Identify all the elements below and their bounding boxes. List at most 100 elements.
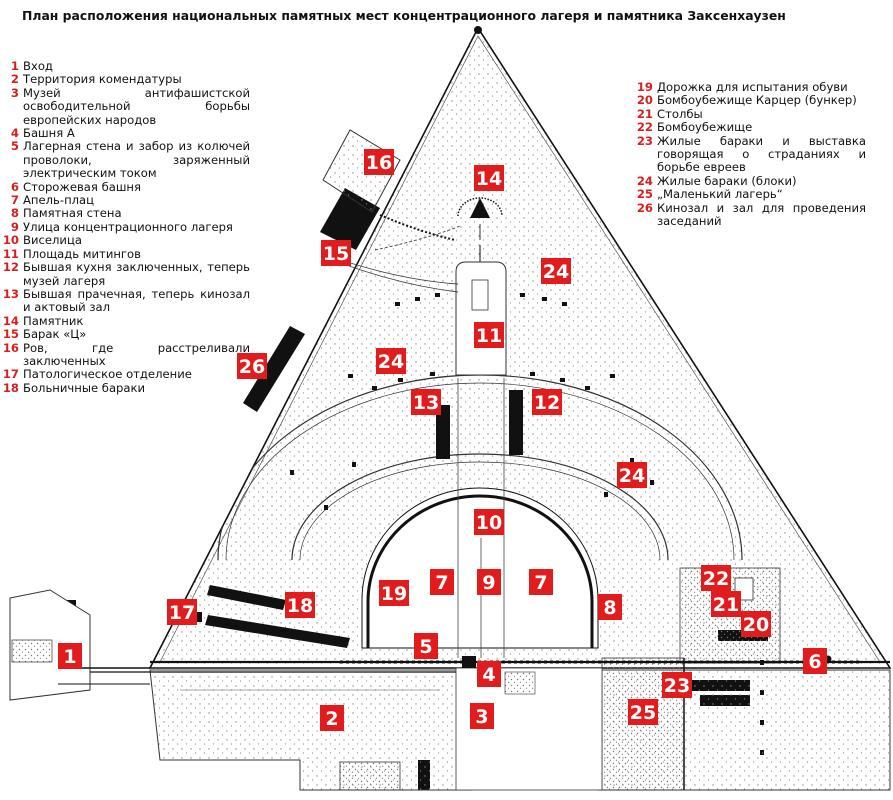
legend-text: Кинозал и зал для проведения заседаний bbox=[657, 200, 866, 229]
legend-number: 21 bbox=[636, 106, 653, 121]
legend-text: Столбы bbox=[657, 106, 703, 121]
legend-text: Территория комендатуры bbox=[23, 72, 182, 87]
marker-6: 6 bbox=[803, 648, 827, 674]
marker-box bbox=[529, 569, 553, 595]
marker-9: 9 bbox=[477, 569, 501, 595]
marker-label: 10 bbox=[476, 512, 502, 534]
legend-text: Больничные бараки bbox=[23, 380, 146, 395]
legend-number: 12 bbox=[2, 260, 19, 275]
legend-number: 8 bbox=[10, 206, 19, 221]
marker-label: 17 bbox=[169, 602, 195, 624]
legend-number: 25 bbox=[636, 187, 653, 202]
marker-2: 2 bbox=[320, 705, 344, 731]
marker-10: 10 bbox=[474, 509, 504, 535]
marker-label: 2 bbox=[325, 708, 338, 730]
marker-11: 11 bbox=[474, 322, 504, 348]
monument-symbol bbox=[457, 197, 503, 240]
apex-watchtower bbox=[474, 26, 482, 34]
marker-box bbox=[470, 703, 494, 729]
legend-text: Улица концентрационного лагеря bbox=[23, 219, 233, 234]
marker-box bbox=[541, 258, 571, 284]
legend-text: „Маленький лагерь“ bbox=[657, 187, 783, 202]
marker-7: 7 bbox=[529, 569, 553, 595]
legend-item: 9 Улица концентрационного лагеря bbox=[0, 219, 250, 234]
marker-20: 20 bbox=[741, 611, 771, 637]
legend-number: 9 bbox=[10, 219, 19, 234]
marker-24: 24 bbox=[541, 258, 571, 284]
marker-5: 5 bbox=[414, 633, 438, 659]
marker-box bbox=[237, 353, 267, 379]
marker-label: 7 bbox=[435, 572, 448, 594]
marker-box bbox=[364, 149, 394, 175]
marker-label: 4 bbox=[482, 664, 495, 686]
legend-text: Памятник bbox=[23, 313, 84, 328]
marker-label: 19 bbox=[381, 583, 407, 605]
marker-22: 22 bbox=[701, 565, 731, 591]
marker-label: 24 bbox=[378, 351, 404, 373]
marker-13: 13 bbox=[411, 389, 441, 415]
legend-text: Сторожевая башня bbox=[23, 179, 141, 194]
marker-12: 12 bbox=[532, 389, 562, 415]
legend-item: 6 Сторожевая башня bbox=[0, 179, 250, 194]
marker-label: 9 bbox=[482, 572, 495, 594]
marker-24: 24 bbox=[617, 462, 647, 488]
legend-number: 26 bbox=[636, 200, 653, 215]
legend-number: 17 bbox=[2, 367, 19, 382]
assembly-square bbox=[455, 245, 507, 376]
marker-box bbox=[711, 591, 741, 617]
marker-box bbox=[167, 599, 197, 625]
legend-item: 8 Памятная стена bbox=[0, 206, 250, 221]
legend-number: 11 bbox=[2, 246, 19, 261]
marker-box bbox=[321, 240, 351, 266]
marker-box bbox=[474, 322, 504, 348]
marker-box bbox=[662, 672, 692, 698]
small-camp-area bbox=[597, 657, 891, 791]
marker-label: 3 bbox=[475, 706, 488, 728]
entrance-area bbox=[9, 589, 150, 701]
marker-label: 8 bbox=[603, 597, 616, 619]
marker-label: 12 bbox=[534, 392, 560, 414]
legend-text: Дорожка для испытания обуви bbox=[657, 80, 848, 94]
marker-15: 15 bbox=[321, 240, 351, 266]
marker-label: 1 bbox=[63, 646, 76, 668]
marker-box bbox=[617, 462, 647, 488]
marker-box bbox=[58, 643, 82, 669]
marker-label: 22 bbox=[703, 568, 729, 590]
marker-box bbox=[803, 648, 827, 674]
legend-item: 18 Больничные бараки bbox=[0, 380, 250, 395]
legend-number: 18 bbox=[2, 380, 19, 395]
legend-number: 24 bbox=[636, 173, 653, 188]
marker-4: 4 bbox=[477, 661, 501, 687]
marker-box bbox=[701, 565, 731, 591]
legend-text: Барак «Ц» bbox=[23, 327, 87, 342]
marker-17: 17 bbox=[167, 599, 197, 625]
marker-18: 18 bbox=[285, 592, 315, 618]
marker-box bbox=[628, 699, 658, 725]
legend-text: Памятная стена bbox=[23, 206, 122, 221]
camp-wall bbox=[150, 655, 890, 668]
legend-number: 4 bbox=[10, 126, 19, 141]
marker-26: 26 bbox=[237, 353, 267, 379]
marker-box bbox=[376, 348, 406, 374]
legend-number: 6 bbox=[10, 179, 19, 194]
marker-box bbox=[411, 389, 441, 415]
marker-box bbox=[320, 705, 344, 731]
legend-number: 20 bbox=[636, 93, 653, 108]
legend-text: Виселица bbox=[23, 233, 82, 248]
legend-text: Ров, где расстреливали заключенных bbox=[23, 340, 250, 368]
marker-3: 3 bbox=[470, 703, 494, 729]
memorial-wall-ring bbox=[366, 494, 594, 648]
marker-label: 14 bbox=[476, 168, 502, 190]
legend-text: Бывшая прачечная, теперь кинозал и актов… bbox=[23, 286, 250, 315]
marker-19: 19 bbox=[379, 580, 409, 606]
